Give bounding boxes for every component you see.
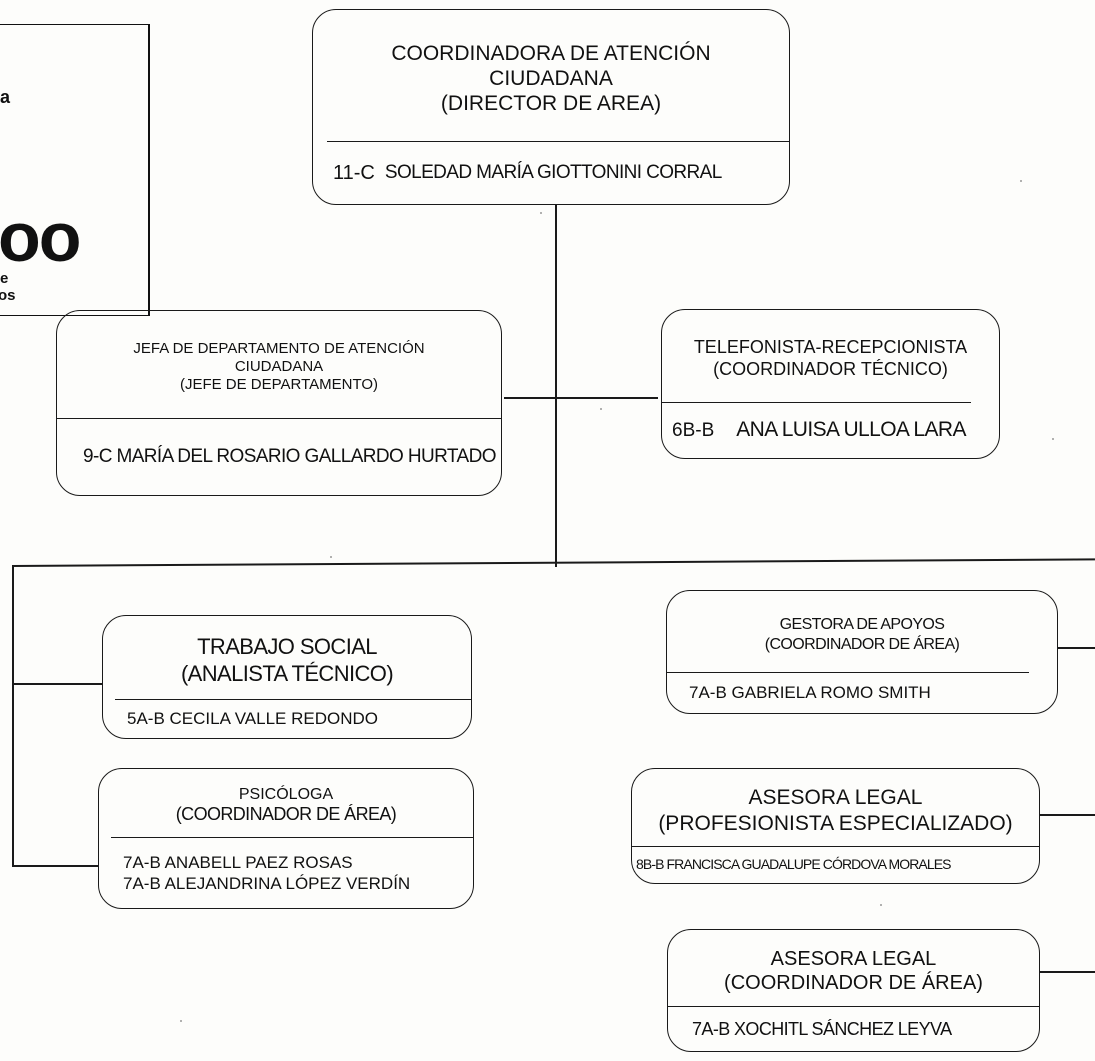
trabajo-social-separator [115,699,471,700]
psicologa-title-line-1: PSICÓLOGA [238,785,334,803]
gestora-separator [667,672,1029,673]
org-box-trabajo-social: TRABAJO SOCIAL (ANALISTA TÉCNICO) 5A-B C… [102,615,472,739]
scan-speck [540,212,542,214]
connector-jefa-telefonista [504,397,658,399]
director-title-line-2: CIUDADANA [489,66,613,90]
director-name: SOLEDAD MARÍA GIOTTONINI CORRAL [384,162,722,184]
org-box-asesora-legal-1: ASESORA LEGAL (PROFESIONISTA ESPECIALIZA… [631,768,1040,884]
org-box-jefa-departamento: JEFA DE DEPARTAMENTO DE ATENCIÓN CIUDADA… [56,310,502,496]
org-box-asesora-legal-2: ASESORA LEGAL (COORDINADOR DE ÁREA) 7A-B… [667,929,1040,1052]
org-box-director: COORDINADORA DE ATENCIÓN CIUDADANA (DIRE… [312,9,790,205]
jefa-separator [57,418,501,419]
scan-speck [330,556,332,558]
director-code: 11-C [333,161,375,184]
psicologa-person-2: 7A-B ALEJANDRINA LÓPEZ VERDÍN [123,874,411,893]
telefonista-name: ANA LUISA ULLOA LARA [736,418,966,442]
asesora2-person: 7A-B XOCHITL SÁNCHEZ LEYVA [692,1018,952,1039]
scan-speck [600,408,602,410]
jefa-title-line-1: JEFA DE DEPARTAMENTO DE ATENCIÓN [133,339,425,357]
connector-trabajo-social [12,683,102,685]
psicologa-person-1: 7A-B ANABELL PAEZ ROSAS [123,852,353,872]
asesora1-separator [632,846,1039,847]
director-separator [327,141,789,142]
trabajo-social-person: 5A-B CECILA VALLE REDONDO [127,709,378,729]
scan-speck [880,904,882,906]
connector-asesora1 [1040,814,1095,816]
asesora1-title-line-1: ASESORA LEGAL [748,786,923,810]
asesora1-person: 8B-B FRANCISCA GUADALUPE CÓRDOVA MORALES [636,856,952,873]
telefonista-title-line-1: TELEFONISTA-RECEPCIONISTA [693,337,968,358]
telefonista-title-line-2: (COORDINADOR TÉCNICO) [713,359,948,379]
psicologa-separator [111,837,473,838]
connector-psicologa [12,865,98,867]
telefonista-separator [662,402,971,403]
partial-text-os: os [0,287,16,304]
jefa-title-line-3: (JEFE DE DEPARTAMENTO) [179,375,379,393]
scan-speck [180,1020,182,1022]
director-title-line-1: COORDINADORA DE ATENCIÓN [391,41,711,65]
asesora1-title-line-2: (PROFESIONISTA ESPECIALIZADO) [658,811,1013,835]
gestora-person: 7A-B GABRIELA ROMO SMITH [689,683,931,703]
director-title-line-3: (DIRECTOR DE AREA) [440,92,662,116]
psicologa-title-line-2: (COORDINADOR DE ÁREA) [175,803,397,824]
trabajo-social-title-line-1: TRABAJO SOCIAL [197,634,377,660]
org-box-gestora: GESTORA DE APOYOS (COORDINADOR DE ÁREA) … [666,590,1058,714]
jefa-person: 9-C MARÍA DEL ROSARIO GALLARDO HURTADO [83,446,496,468]
trabajo-social-title-line-2: (ANALISTA TÉCNICO) [180,660,394,686]
gestora-title-line-1: GESTORA DE APOYOS [779,616,945,634]
jefa-title-line-2: CIUDADANA [234,357,324,375]
connector-director-down [555,204,557,567]
partial-text-e: e [0,270,9,287]
scan-speck [1020,180,1022,182]
org-box-psicologa: PSICÓLOGA (COORDINADOR DE ÁREA) 7A-B ANA… [98,768,474,909]
partial-text-big: oo [0,198,82,276]
connector-left-vertical [12,567,14,867]
org-box-telefonista: TELEFONISTA-RECEPCIONISTA (COORDINADOR T… [661,309,1000,459]
connector-gestora [1058,647,1095,649]
connector-asesora2 [1040,971,1095,973]
asesora2-title-line-2: (COORDINADOR DE ÁREA) [724,972,983,994]
gestora-title-line-2: (COORDINADOR DE ÁREA) [764,635,960,653]
telefonista-code: 6B-B [672,419,715,441]
asesora2-title-line-1: ASESORA LEGAL [770,948,937,970]
scan-speck [1052,438,1054,440]
asesora2-separator [668,1006,1039,1007]
partial-text-a: a [0,87,11,107]
